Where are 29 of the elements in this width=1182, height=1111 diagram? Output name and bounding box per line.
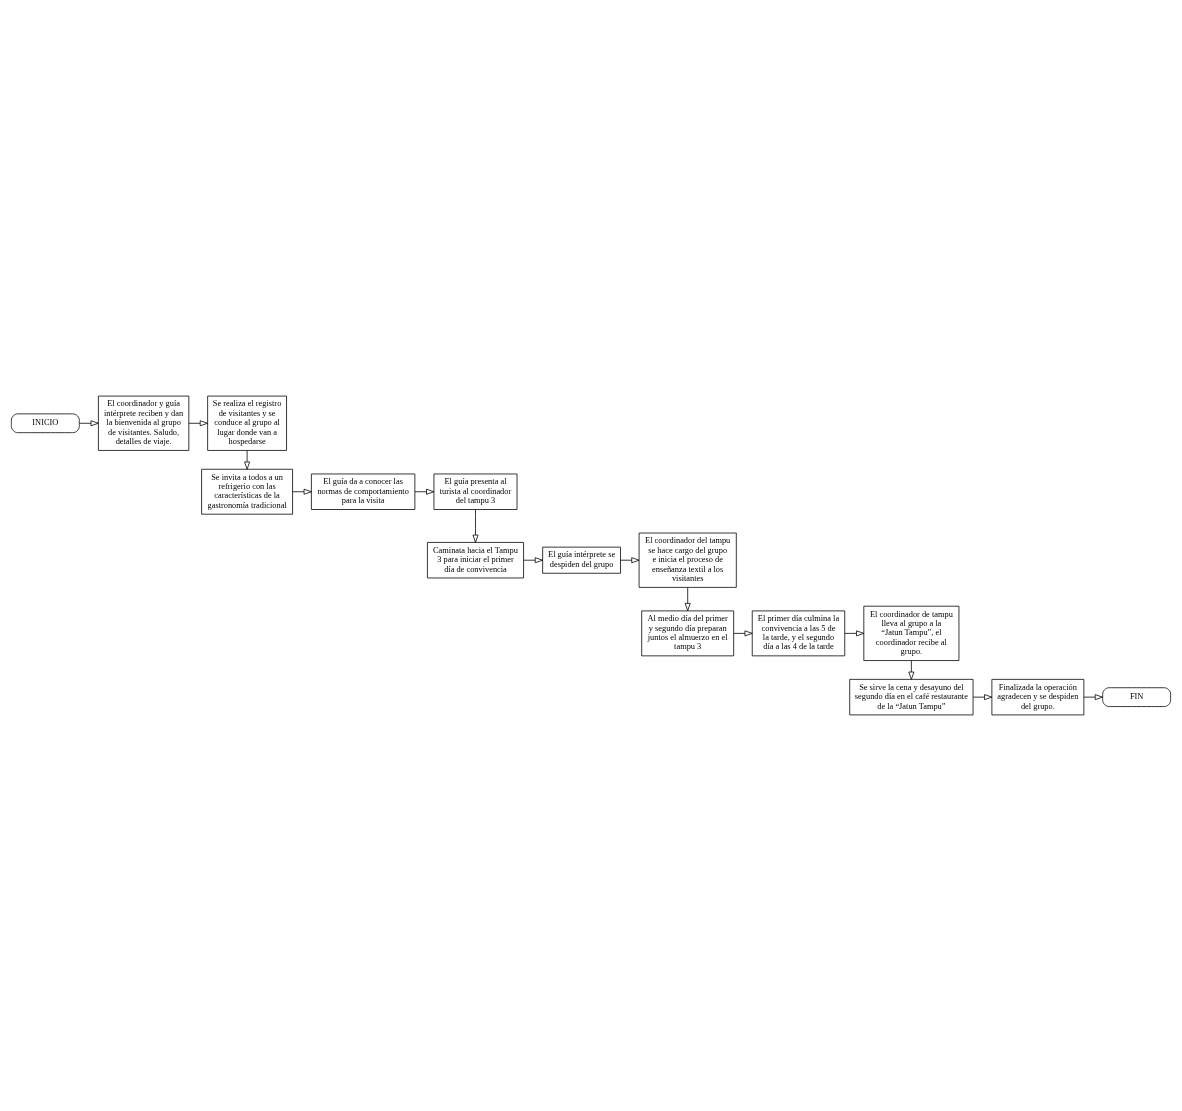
node-box: INICIO [11, 413, 80, 434]
node-box: El coordinador del tampu se hace cargo del grupo e inicia el proceso de enseñanza textil a los visitantes [638, 532, 737, 588]
arrow [733, 630, 753, 637]
node-box: Al medio día del primer y segundo día preparan juntos el almuerzo en el tampu 3 [641, 610, 735, 657]
arrow [1083, 694, 1103, 701]
node-box: El guía da a conocer las normas de comportamiento para la visita [311, 473, 416, 510]
arrow [244, 450, 251, 470]
node-box: El coordinador y guía intérprete reciben y dan la bienvenida al grupo de visitantes. Saludo, detalles de viaje. [98, 395, 190, 451]
node-box: Caminata hacia el Tampu 3 para iniciar el primer día de convivencia [427, 542, 524, 579]
node-box: El coordinador de tampu lleva al grupo a la “Jatun Tampu”, el coordinador recibe al grupo. [863, 605, 960, 661]
arrow [908, 660, 915, 680]
arrow [684, 587, 691, 612]
node-box: Se sirve la cena y desayuno del segundo día en el café restaurante de la “Jatun Tampu” [849, 679, 974, 716]
node-box: Finalizada la operación agradecen y se despiden del grupo. [991, 679, 1085, 716]
arrow [844, 630, 865, 637]
node-box: El guía presenta al turista al coordinador del tampu 3 [433, 473, 518, 510]
arrow [292, 488, 312, 495]
node-box: Se realiza el registro de visitantes y se conduce al grupo al lugar donde van a hospedarse [207, 395, 287, 451]
arrow [620, 557, 640, 564]
arrow [972, 694, 993, 701]
node-box: El guía intérprete se despiden del grupo [542, 546, 621, 574]
node-box: Se invita a todos a un refrigerio con las características de la gastronomía tradicional [201, 468, 293, 515]
node-box: FIN [1102, 687, 1171, 707]
node-box: El primer día culmina la convivencia a las 5 de la tarde, y el segundo día a las 4 de la tarde [751, 610, 846, 657]
arrow [472, 509, 479, 543]
arrow [523, 557, 543, 564]
arrow [188, 420, 208, 427]
arrow [79, 420, 99, 427]
arrow [414, 488, 435, 495]
